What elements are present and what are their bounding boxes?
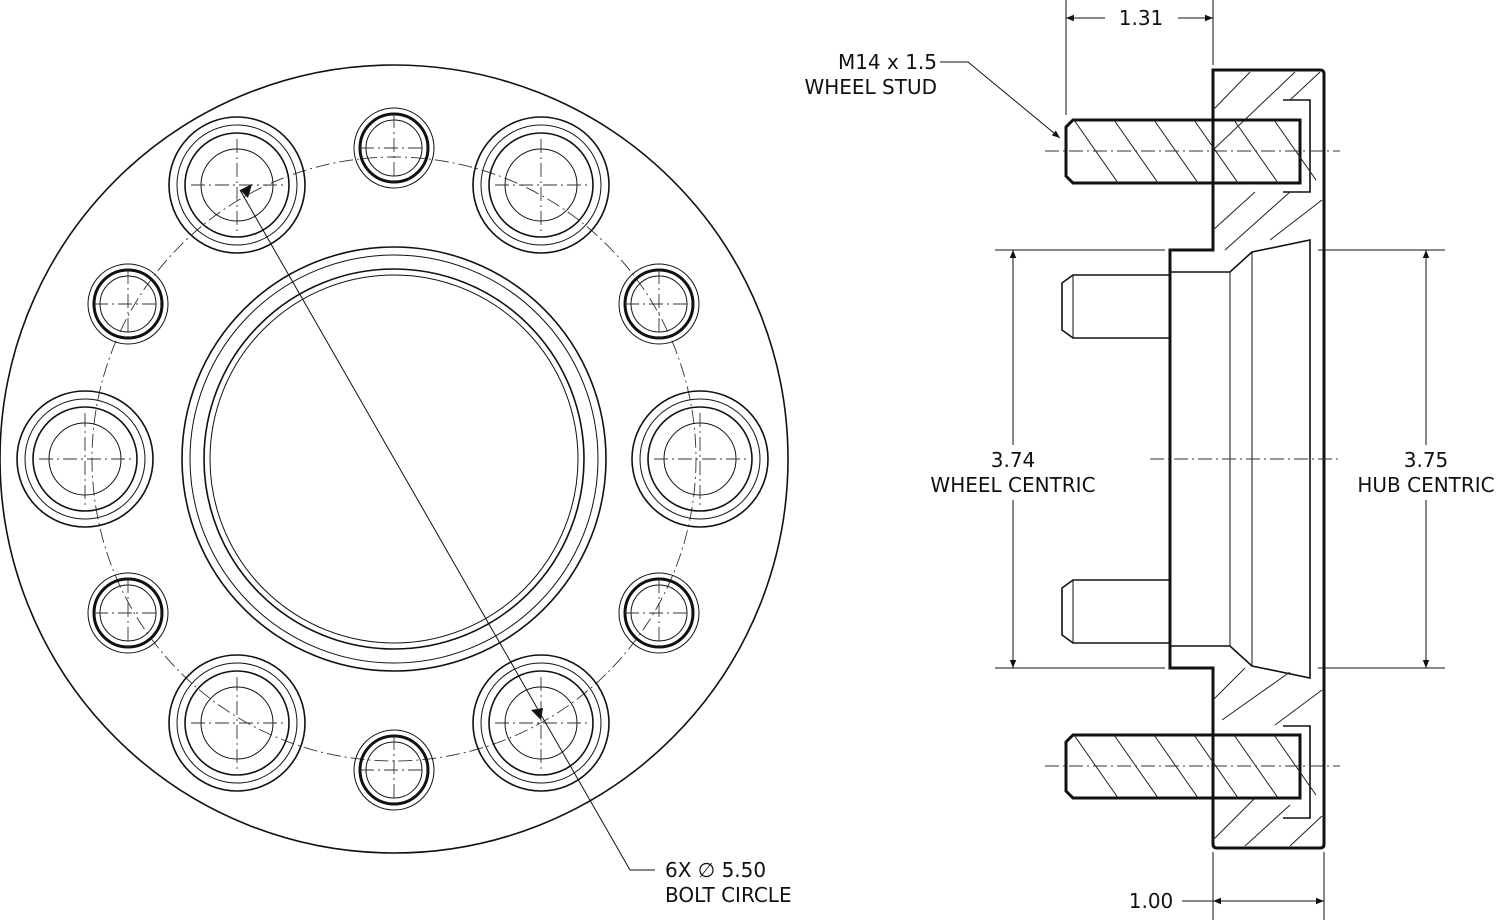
dim-bottom-value: 1.00 [1129,889,1174,913]
stud-leader [940,61,1061,139]
dim-top-value: 1.31 [1119,6,1164,30]
stud-spec: M14 x 1.5 [838,50,937,74]
dimension-wheel-centric [995,249,1165,669]
wheel-centric-value: 3.74 [991,448,1036,472]
spacer-body-outline [1168,68,1326,850]
center-bore-outer [181,246,607,672]
hub-centric-label: HUB CENTRIC [1357,473,1494,497]
side-view [1045,68,1340,850]
dimension-1-00 [1182,852,1325,920]
rear-stud-lower [1061,579,1170,644]
bolt-circle-label: BOLT CIRCLE [665,883,792,907]
front-view [0,64,789,871]
hub-centric-value: 3.75 [1404,448,1449,472]
wheel-centric-label: WHEEL CENTRIC [930,473,1095,497]
bolt-circle-value: 6X ∅ 5.50 [665,858,766,882]
bolt-circle-diameter-line [239,189,631,871]
rear-stud-upper [1061,274,1170,339]
dimension-1-31 [1065,0,1214,115]
wheel-stud-top [1064,118,1302,185]
stud-label: WHEEL STUD [804,75,937,99]
wheel-stud-bottom [1064,733,1302,800]
section-hatch-top [1212,71,1323,251]
outer-flange-circle [0,64,789,854]
section-hatch-bottom [1212,667,1323,847]
lug-holes [87,107,700,811]
dimension-hub-centric [1318,249,1445,669]
stud-holes [16,116,769,792]
